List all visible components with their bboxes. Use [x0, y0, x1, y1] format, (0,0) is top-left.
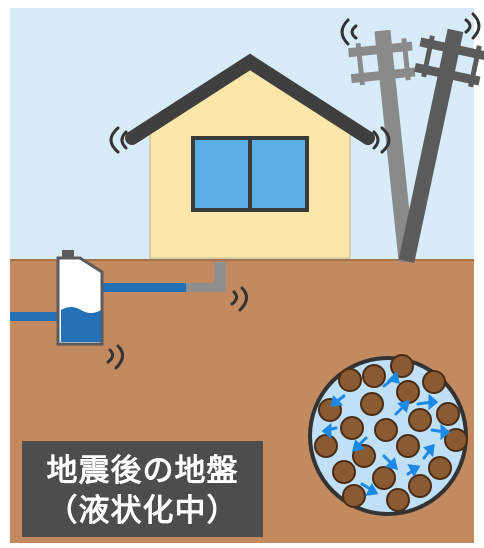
house-icon	[125, 53, 375, 259]
septic-tank-icon	[56, 250, 104, 346]
pipe-icon	[10, 262, 226, 321]
caption-subtitle: （液状化中）	[46, 493, 239, 529]
utility-pole-icon	[348, 28, 484, 263]
soil-particles-icon	[308, 354, 468, 516]
caption-title: 地震後の地盤	[46, 453, 239, 489]
shaking-lines-icon	[109, 126, 391, 154]
shaking-lines-icon	[340, 12, 481, 46]
caption-box: 地震後の地盤 （液状化中）	[22, 441, 263, 537]
shaking-lines-icon	[106, 344, 124, 370]
shaking-lines-icon	[230, 286, 248, 312]
